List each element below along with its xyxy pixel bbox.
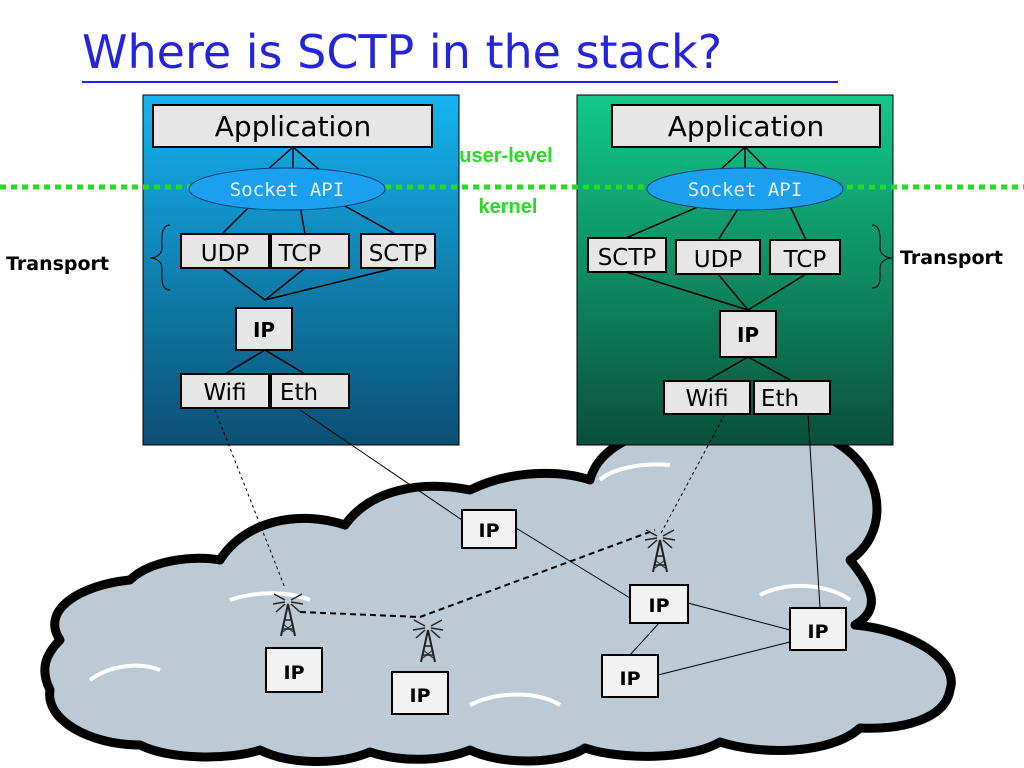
network-cloud (40, 416, 956, 766)
right-socket-api (646, 167, 844, 211)
left-socket-api-label: Socket API (230, 179, 344, 201)
page-title: Where is SCTP in the stack? (82, 25, 722, 79)
right-ip-label: IP (737, 323, 759, 347)
right-link-eth: Eth (761, 386, 799, 412)
right-transport-tcp: TCP (783, 247, 827, 273)
left-transport-brace (149, 224, 171, 291)
kernel-label: kernel (479, 196, 538, 218)
cloud-router-ip: IP (410, 685, 431, 707)
cloud-router-ip: IP (620, 668, 641, 690)
right-host-stack: Application Socket API SCTP UDP TCP IP W… (587, 104, 881, 415)
left-link-wifi: Wifi (203, 380, 246, 406)
left-application-label: Application (215, 110, 371, 143)
left-transport-label: Transport (6, 253, 109, 275)
right-application-label: Application (668, 110, 824, 143)
right-transport-sctp: SCTP (598, 245, 657, 271)
left-transport-sctp: SCTP (369, 241, 428, 267)
cloud-router-ip: IP (284, 662, 305, 684)
right-transport-label: Transport (900, 247, 1003, 269)
left-link-eth: Eth (280, 380, 318, 406)
left-transport-udp: UDP (201, 241, 250, 267)
left-host-stack: Application Socket API UDP TCP SCTP IP W… (152, 104, 436, 409)
left-transport-tcp: TCP (278, 241, 322, 267)
user-level-label: user-level (459, 145, 552, 167)
right-transport-brace (871, 224, 893, 289)
right-host-connectors (625, 146, 807, 382)
right-link-wifi: Wifi (685, 386, 728, 412)
right-transport-udp: UDP (694, 247, 743, 273)
cloud-routers: IP IP IP IP IP IP (265, 509, 847, 715)
network-links (214, 409, 821, 676)
cloud-router-ip: IP (479, 520, 500, 542)
left-socket-api (188, 167, 386, 211)
cloud-router-ip: IP (808, 621, 829, 643)
right-socket-api-label: Socket API (688, 179, 802, 201)
cloud-router-ip: IP (649, 595, 670, 617)
left-ip-label: IP (253, 318, 275, 342)
